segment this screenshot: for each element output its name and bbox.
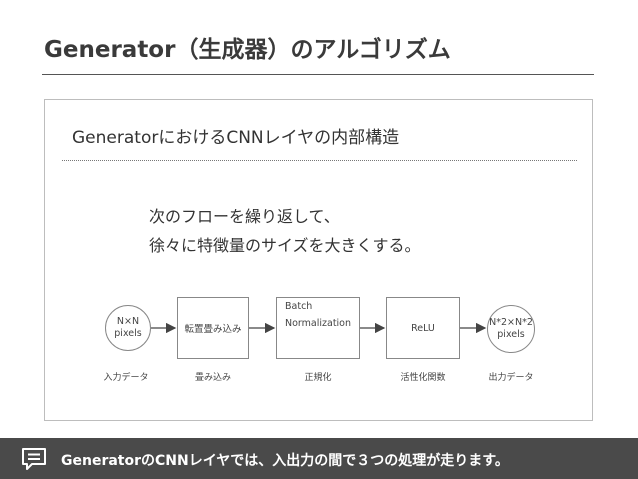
description-line-1: 次のフローを繰り返して、 xyxy=(149,207,340,226)
caption-conv: 畳み込み xyxy=(194,373,232,383)
footer-bar: GeneratorのCNNレイヤでは、入出力の間で３つの処理が走ります。 xyxy=(0,438,638,479)
input-node: N×N pixels xyxy=(105,305,151,351)
relu-label: ReLU xyxy=(411,322,435,334)
batch-norm-line-2: Normalization xyxy=(285,318,352,329)
description: 次のフローを繰り返して、 徐々に特徴量のサイズを大きくする。 xyxy=(149,202,421,260)
batch-norm-node: Batch Normalization xyxy=(276,297,360,359)
input-node-line-2: pixels xyxy=(114,328,142,339)
output-node: N*2×N*2 pixels xyxy=(487,305,535,353)
title-divider xyxy=(42,74,594,75)
transposed-conv-label: 転置畳み込み xyxy=(184,324,242,335)
relu-node: ReLU xyxy=(386,297,460,359)
transposed-conv-node: 転置畳み込み xyxy=(177,297,249,359)
diagram-panel: GeneratorにおけるCNNレイヤの内部構造 次のフローを繰り返して、 徐々… xyxy=(44,99,593,421)
caption-normalize: 正規化 xyxy=(304,373,332,383)
comment-icon xyxy=(22,448,46,470)
caption-output: 出力データ xyxy=(488,373,534,383)
output-node-line-2: pixels xyxy=(497,329,525,340)
output-node-line-1: N*2×N*2 xyxy=(489,317,533,328)
batch-norm-line-1: Batch xyxy=(285,301,313,312)
input-node-line-1: N×N xyxy=(116,316,140,327)
dotted-divider xyxy=(62,160,577,161)
footer-text: GeneratorのCNNレイヤでは、入出力の間で３つの処理が走ります。 xyxy=(61,453,509,469)
caption-input: 入力データ xyxy=(103,373,149,383)
slide-title: Generator（生成器）のアルゴリズム xyxy=(44,37,451,63)
description-line-2: 徐々に特徴量のサイズを大きくする。 xyxy=(149,236,421,255)
caption-activation: 活性化関数 xyxy=(400,373,446,383)
panel-heading: GeneratorにおけるCNNレイヤの内部構造 xyxy=(72,128,400,148)
